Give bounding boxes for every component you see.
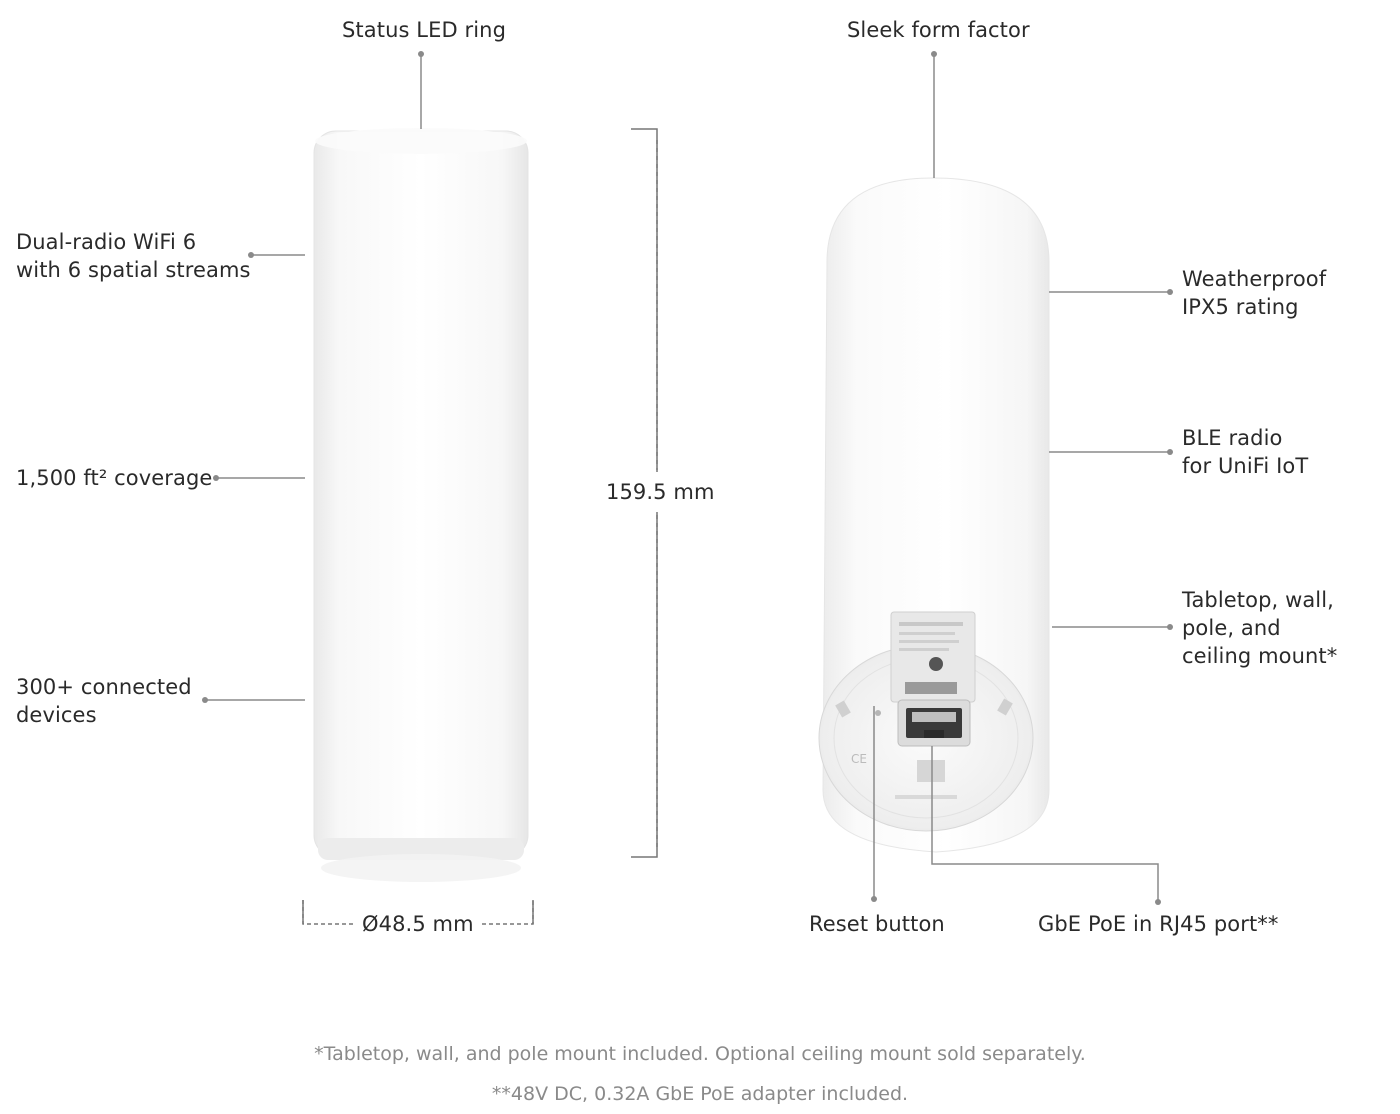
wifi-line-2: with 6 spatial streams bbox=[16, 258, 251, 282]
weatherproof-line-1: Weatherproof bbox=[1182, 267, 1327, 291]
mount-callout: Tabletop, wall, pole, and ceiling mount* bbox=[1182, 586, 1337, 670]
coverage-callout: 1,500 ft² coverage bbox=[16, 466, 213, 490]
weatherproof-callout: Weatherproof IPX5 rating bbox=[1182, 265, 1326, 321]
sleek-form-callout: Sleek form factor bbox=[847, 18, 1030, 42]
footnote-poe: **48V DC, 0.32A GbE PoE adapter included… bbox=[491, 1083, 909, 1105]
devices-line-1: 300+ connected bbox=[16, 675, 192, 699]
ble-line-2: for UniFi IoT bbox=[1182, 454, 1309, 478]
device-back: CE bbox=[818, 177, 1050, 853]
device-front bbox=[313, 128, 529, 882]
ble-callout: BLE radio for UniFi IoT bbox=[1182, 424, 1308, 480]
wifi-line-1: Dual-radio WiFi 6 bbox=[16, 230, 197, 254]
reset-button-callout: Reset button bbox=[809, 912, 945, 936]
mount-line-3: ceiling mount* bbox=[1182, 644, 1338, 668]
height-label: 159.5 mm bbox=[606, 480, 715, 504]
status-led-callout: Status LED ring bbox=[342, 18, 507, 42]
footnote-mount: *Tabletop, wall, and pole mount included… bbox=[314, 1043, 1086, 1065]
devices-callout: 300+ connected devices bbox=[16, 673, 192, 729]
mount-line-1: Tabletop, wall, bbox=[1182, 588, 1334, 612]
svg-text:CE: CE bbox=[851, 752, 867, 766]
weatherproof-line-2: IPX5 rating bbox=[1182, 295, 1299, 319]
diameter-dimension bbox=[302, 900, 534, 925]
poe-port-callout: GbE PoE in RJ45 port** bbox=[1038, 912, 1279, 936]
mount-line-2: pole, and bbox=[1182, 616, 1281, 640]
devices-line-2: devices bbox=[16, 703, 97, 727]
diameter-label: Ø48.5 mm bbox=[362, 912, 474, 936]
ble-line-1: BLE radio bbox=[1182, 426, 1283, 450]
wifi-callout: Dual-radio WiFi 6 with 6 spatial streams bbox=[16, 228, 251, 284]
